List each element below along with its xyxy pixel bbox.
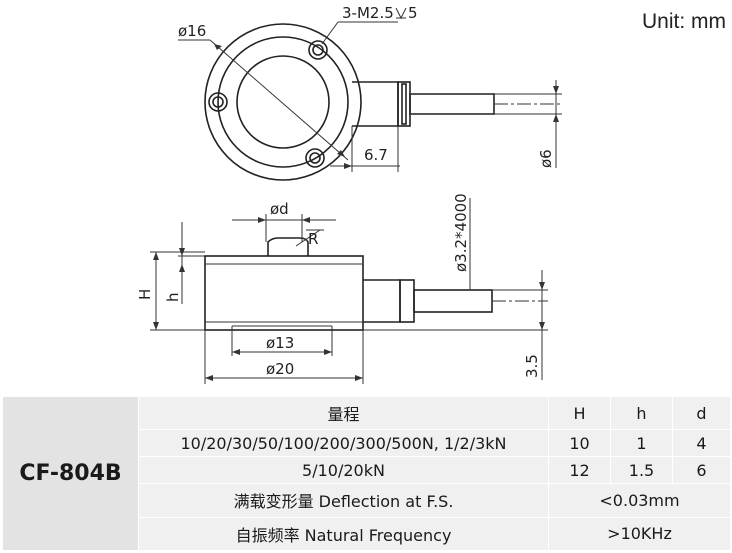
cable-offset-label: 6.7	[364, 146, 388, 164]
cable-diameter-label: ø6	[537, 149, 555, 168]
mounting-hole-2	[208, 92, 228, 112]
spec-table: CF-804B 量程 H h d 10/20/30/50/100/200/300…	[2, 395, 731, 551]
frequency-value: >10KHz	[548, 516, 731, 551]
mounting-hole-3-inner	[309, 152, 321, 164]
deflection-value: <0.03mm	[548, 483, 731, 518]
deflection-label: 满载变形量 Deflection at F.S.	[138, 483, 549, 518]
header-d: d	[672, 395, 731, 431]
top-view-ring-circle	[217, 36, 349, 168]
cable-height-label: 3.5	[523, 354, 541, 378]
top-diameter-d-label: ød	[270, 200, 289, 218]
technical-drawing: ø16 3-M2.5 5 ø6 6.7	[136, 4, 562, 384]
radius-label: R	[308, 230, 318, 248]
side-view-body	[204, 255, 364, 331]
mounting-hole-1	[308, 40, 328, 60]
thread-note-label: 3-M2.5	[342, 4, 394, 22]
thread-depth-label: 5	[408, 4, 418, 22]
deflection-row: 满载变形量 Deflection at F.S. <0.03mm	[3, 483, 731, 518]
side-view: ød R H h ø3.2*4000 3.5	[136, 193, 548, 384]
row-2-range: 5/10/20kN	[138, 456, 549, 485]
height-H-label: H	[136, 289, 154, 300]
mounting-hole-1-inner	[312, 44, 324, 56]
mounting-hole-3	[305, 148, 325, 168]
row-2-H: 12	[548, 456, 611, 485]
row-1-h: 1	[610, 429, 673, 458]
row-1-range: 10/20/30/50/100/200/300/500N, 1/2/3kN	[138, 429, 549, 458]
top-view: ø16 3-M2.5 5 ø6 6.7	[178, 4, 562, 181]
cable-spec-label: ø3.2*4000	[452, 193, 470, 272]
body-diameter-label: ø20	[266, 360, 294, 378]
spec-header-row: CF-804B 量程 H h d	[2, 395, 731, 551]
header-range: 量程	[138, 395, 549, 431]
header-h: h	[610, 395, 673, 431]
mounting-hole-2-inner	[212, 96, 224, 108]
height-h-label: h	[164, 292, 182, 302]
top-view-outer-circle	[204, 23, 362, 181]
top-view-inner-circle	[236, 55, 330, 149]
unit-label: Unit: mm	[642, 10, 726, 33]
bottom-diameter-label: ø13	[266, 334, 294, 352]
row-1-H: 10	[548, 429, 611, 458]
frequency-row: 自振频率 Natural Frequency >10KHz	[3, 516, 731, 551]
header-H: H	[548, 395, 611, 431]
row-2-h: 1.5	[610, 456, 673, 485]
frequency-label: 自振频率 Natural Frequency	[138, 516, 549, 551]
top-diameter-label: ø16	[178, 22, 206, 40]
table-row: 10/20/30/50/100/200/300/500N, 1/2/3kN 10…	[3, 429, 731, 458]
row-1-d: 4	[672, 429, 731, 458]
model-cell: CF-804B	[2, 396, 139, 551]
row-2-d: 6	[672, 456, 731, 485]
